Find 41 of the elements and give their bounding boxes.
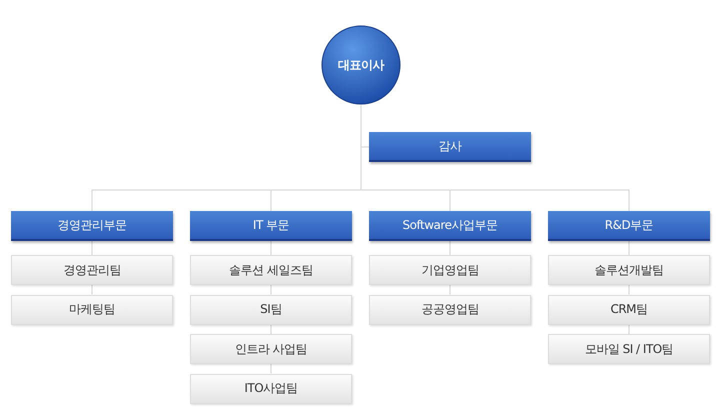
connector-line (628, 284, 630, 295)
division-box (190, 211, 352, 241)
team-box (190, 374, 352, 404)
division-box (548, 211, 710, 241)
connector-line (628, 240, 630, 256)
node-label: 대표이사 (338, 56, 384, 74)
connector-line (270, 364, 272, 374)
team-box (190, 294, 352, 324)
node-label: 마케팅팀 (69, 301, 115, 318)
node-label: 감사 (438, 138, 462, 154)
team-box (548, 255, 710, 285)
node-label: 경영관리부문 (58, 216, 126, 234)
connector-line (270, 284, 272, 295)
team-box (548, 294, 710, 324)
team-box (11, 255, 173, 285)
division-box (369, 132, 531, 162)
node-label: IT 부문 (252, 216, 290, 234)
node-label: 솔루션 세일즈팀 (229, 262, 313, 278)
node-label: CRM팀 (610, 301, 648, 318)
node-label: Software사업부문 (402, 216, 498, 234)
connector-line (270, 240, 272, 256)
team-box (548, 334, 710, 364)
division-box (11, 211, 173, 241)
connector-line (270, 324, 272, 334)
team-box (369, 255, 531, 285)
node-label: ITO사업팀 (244, 380, 298, 397)
team-box (11, 294, 173, 324)
node-label: 기업영업팀 (421, 262, 479, 278)
node-label: 모바일 SI / ITO팀 (584, 340, 674, 358)
division-box (369, 211, 531, 241)
team-box (190, 334, 352, 364)
node-label: 경영관리팀 (63, 262, 121, 278)
node-label: 솔루션개발팀 (594, 262, 664, 278)
node-label: SI팀 (260, 301, 282, 318)
ceo-circle (321, 25, 401, 105)
node-label: 공공영업팀 (421, 301, 479, 318)
team-box (190, 255, 352, 285)
node-label: R&D부문 (604, 216, 654, 234)
team-box (369, 294, 531, 324)
connector-line (628, 324, 630, 334)
node-label: 인트라 사업팀 (234, 340, 308, 358)
